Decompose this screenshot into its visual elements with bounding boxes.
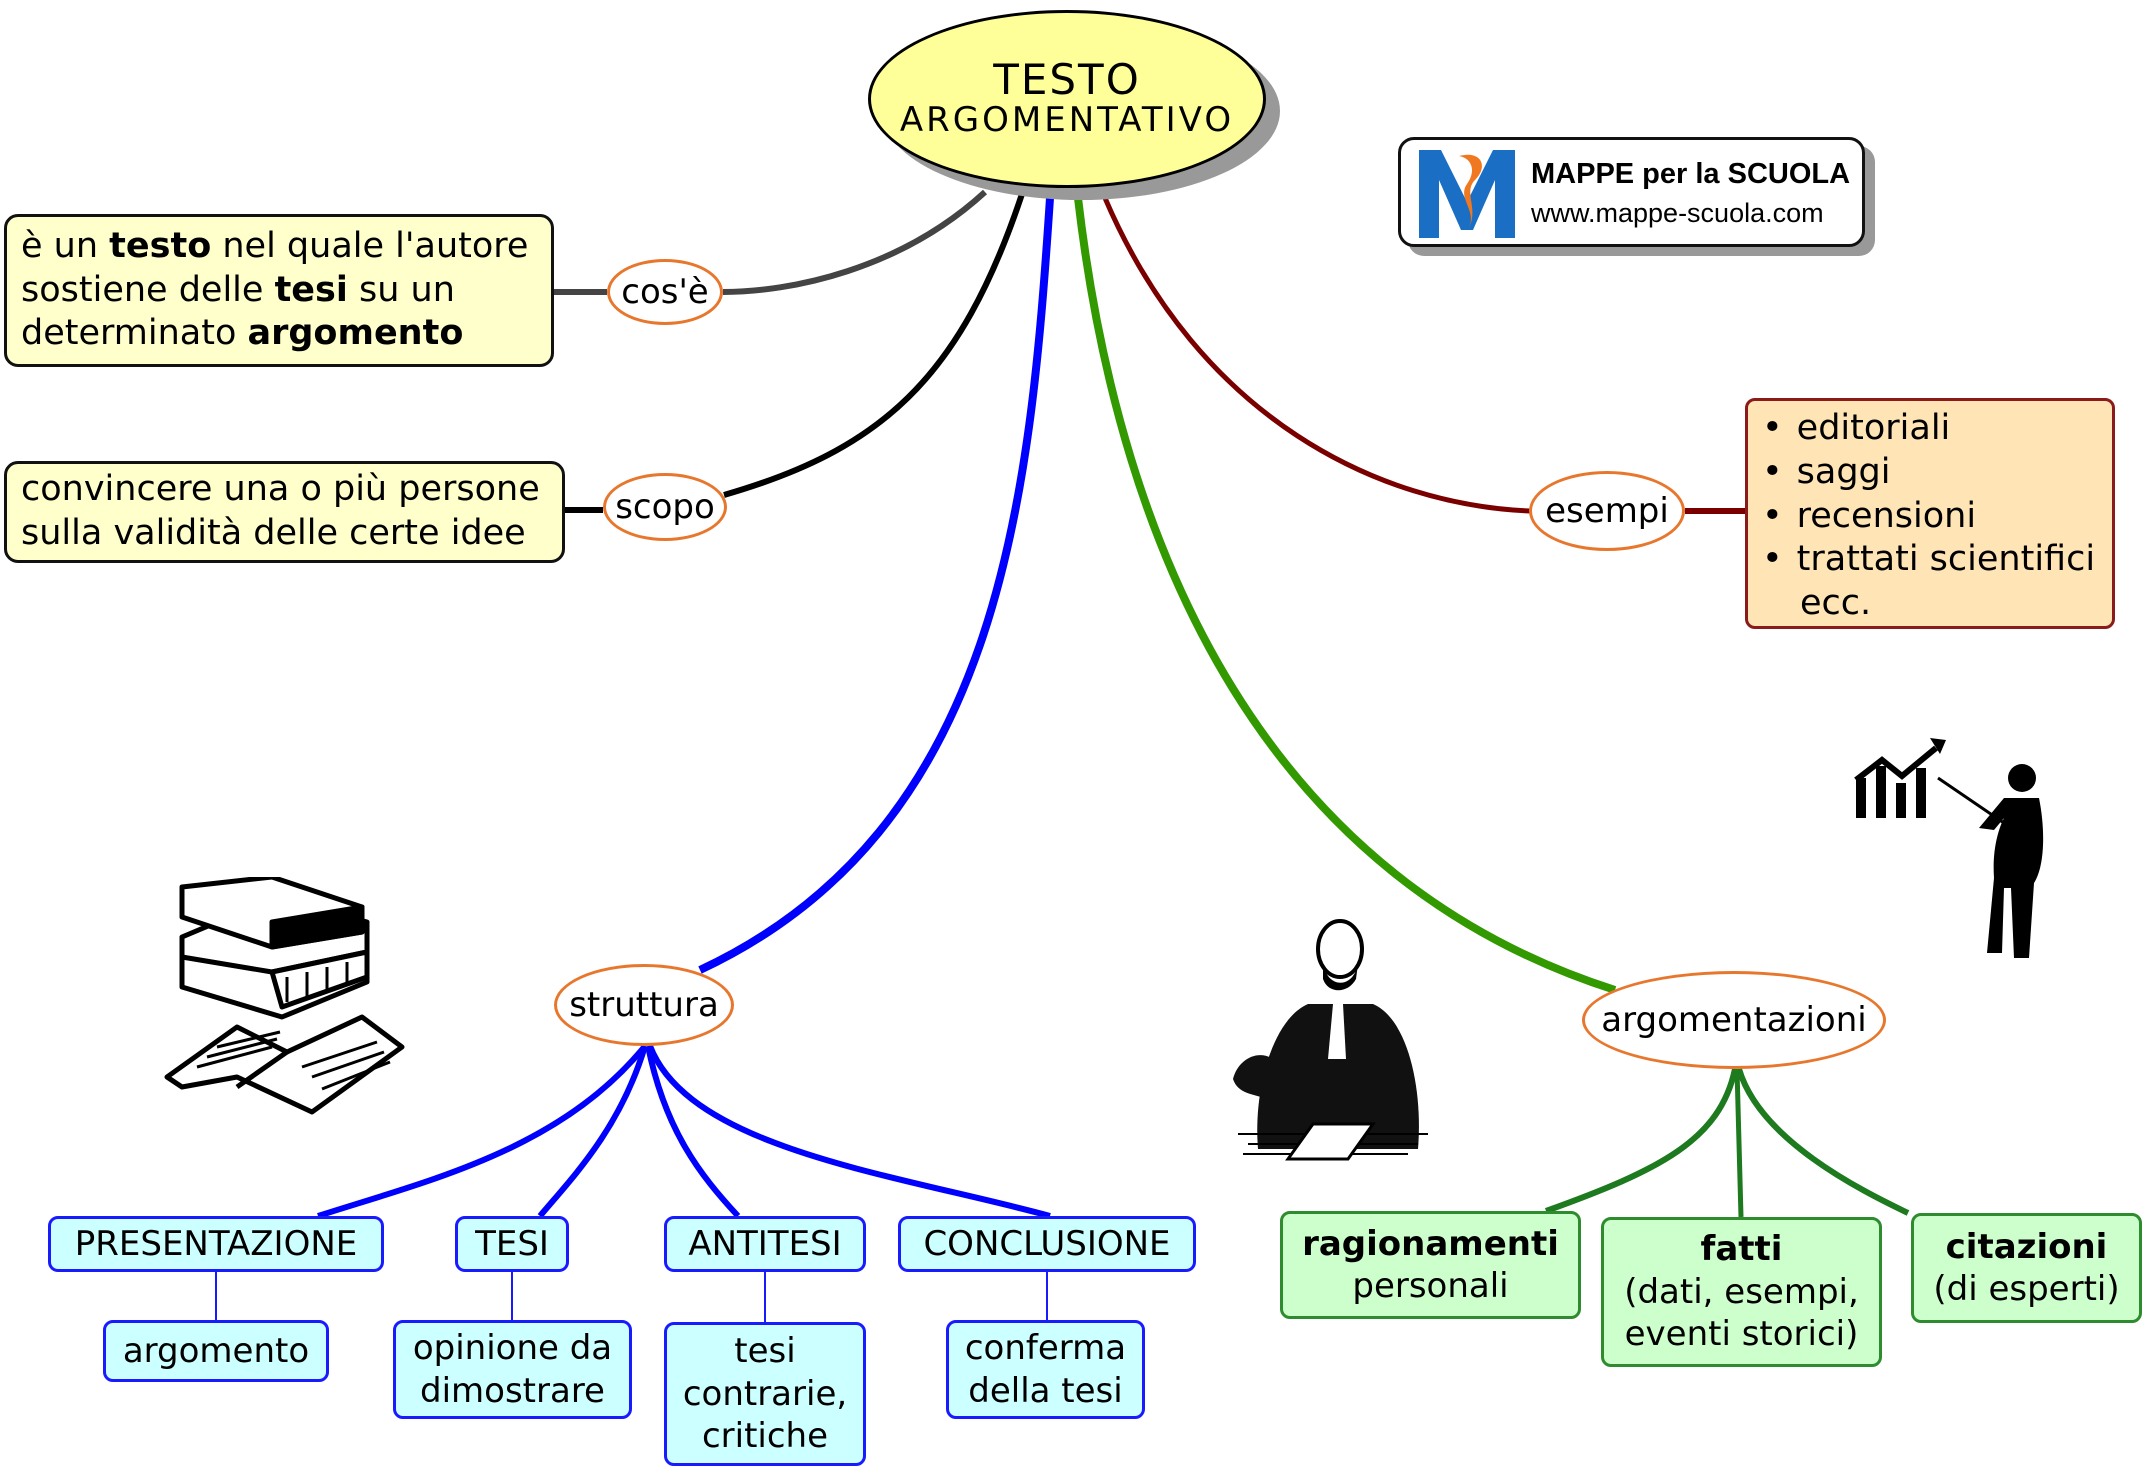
link-presentazione [317, 1044, 648, 1219]
structure-detail-text: opinione da [412, 1328, 613, 1368]
structure-detail-argomento: argomento [103, 1320, 329, 1382]
node-argomentazioni-label: argomentazioni [1601, 1000, 1867, 1040]
definition-text: è un [21, 225, 110, 266]
structure-title: PRESENTAZIONE [74, 1223, 358, 1264]
link-antitesi [645, 1045, 741, 1219]
link-conclusione [647, 1044, 1051, 1219]
structure-title: TESI [475, 1223, 549, 1264]
node-esempi-label: esempi [1545, 491, 1669, 531]
link-tesi [537, 1045, 648, 1218]
structure-detail-text: dimostrare [420, 1370, 605, 1411]
link-cose [722, 189, 988, 295]
structure-detail-text: conferma [964, 1328, 1127, 1368]
central-topic-line1: TESTO [993, 55, 1141, 105]
argument-text: eventi storici) [1624, 1314, 1859, 1355]
node-scopo-label: scopo [615, 487, 715, 527]
structure-conclusione[interactable]: CONCLUSIONE [898, 1216, 1196, 1272]
definition-text: su un [347, 269, 455, 310]
structure-antitesi[interactable]: ANTITESI [664, 1216, 866, 1272]
link-struttura [698, 197, 1054, 974]
purpose-box: convincere una o più persone sulla valid… [4, 461, 565, 563]
definition-keyword-tesi: tesi [274, 269, 348, 310]
node-cose[interactable]: cos'è [607, 259, 723, 325]
argument-text: personali [1352, 1266, 1509, 1306]
examples-list: editoriali saggi recensioni trattati sci… [1745, 398, 2115, 629]
definition-text: determinato [21, 313, 248, 354]
presenter-chart-icon [1854, 738, 2044, 958]
structure-title: ANTITESI [688, 1223, 842, 1264]
structure-detail-text: della tesi [968, 1370, 1123, 1411]
structure-detail-tesi-contrarie: tesi contrarie, critiche [664, 1322, 866, 1466]
argument-ragionamenti[interactable]: ragionamenti personali [1280, 1211, 1581, 1319]
argument-text: (dati, esempi, [1624, 1271, 1859, 1312]
definition-keyword-testo: testo [109, 225, 212, 266]
argument-title: fatti [1700, 1229, 1783, 1270]
example-etc: ecc. [1800, 583, 1872, 623]
argument-fatti[interactable]: fatti (dati, esempi, eventi storici) [1601, 1217, 1882, 1367]
argument-citazioni[interactable]: citazioni (di esperti) [1911, 1213, 2142, 1323]
argument-title: citazioni [1945, 1226, 2108, 1267]
structure-detail-text: argomento [122, 1330, 310, 1371]
structure-detail-text: contrarie, [682, 1373, 848, 1414]
structure-tesi[interactable]: TESI [455, 1216, 569, 1272]
definition-line-2: sostiene delle tesi su un [21, 269, 528, 313]
books-icon [164, 877, 405, 1115]
purpose-line-1: convincere una o più persone [21, 469, 540, 510]
logo-title: MAPPE per la SCUOLA [1531, 158, 1851, 190]
node-cose-label: cos'è [621, 272, 709, 312]
definition-text: sostiene delle [21, 269, 275, 310]
argument-title: ragionamenti [1302, 1223, 1559, 1264]
central-topic-line2: ARGOMENTATIVO [899, 100, 1235, 141]
example-item: recensioni [1762, 495, 1976, 539]
definition-line-3: determinato argomento [21, 312, 528, 356]
structure-presentazione[interactable]: PRESENTAZIONE [48, 1216, 384, 1272]
lawyer-illustration [1233, 919, 1428, 1161]
link-esempi [1102, 197, 1531, 514]
central-topic[interactable]: TESTO ARGOMENTATIVO [868, 10, 1266, 188]
node-esempi[interactable]: esempi [1529, 471, 1685, 551]
example-item: editoriali [1762, 407, 1951, 451]
link-ragionamenti [1544, 1068, 1738, 1214]
structure-detail-conferma: conferma della tesi [946, 1320, 1145, 1419]
mappe-logo-icon [1419, 150, 1515, 238]
structure-title: CONCLUSIONE [923, 1223, 1171, 1264]
definition-box: è un testo nel quale l'autore sostiene d… [4, 214, 554, 367]
node-struttura[interactable]: struttura [554, 964, 734, 1046]
example-item: saggi [1762, 451, 1891, 495]
example-item: trattati scientifici [1762, 538, 2095, 582]
argument-text: (di esperti) [1933, 1269, 2120, 1309]
node-scopo[interactable]: scopo [603, 473, 727, 541]
link-citazioni [1736, 1068, 1910, 1216]
structure-detail-text: critiche [701, 1416, 829, 1457]
logo-url[interactable]: www.mappe-scuola.com [1531, 198, 1824, 228]
definition-line-1: è un testo nel quale l'autore [21, 225, 528, 269]
node-argomentazioni[interactable]: argomentazioni [1582, 971, 1886, 1069]
structure-detail-opinione: opinione da dimostrare [393, 1320, 632, 1419]
purpose-line-2: sulla validità delle certe idee [21, 513, 526, 553]
definition-text: nel quale l'autore [211, 225, 529, 266]
structure-detail-text: tesi [734, 1331, 796, 1372]
mappe-scuola-logo: MAPPE per la SCUOLA www.mappe-scuola.com [1398, 137, 1865, 247]
node-struttura-label: struttura [569, 985, 719, 1025]
link-fatti [1734, 1068, 1744, 1218]
link-scopo [723, 193, 1025, 498]
definition-keyword-argomento: argomento [247, 313, 464, 354]
link-argomentazioni [1074, 197, 1617, 994]
